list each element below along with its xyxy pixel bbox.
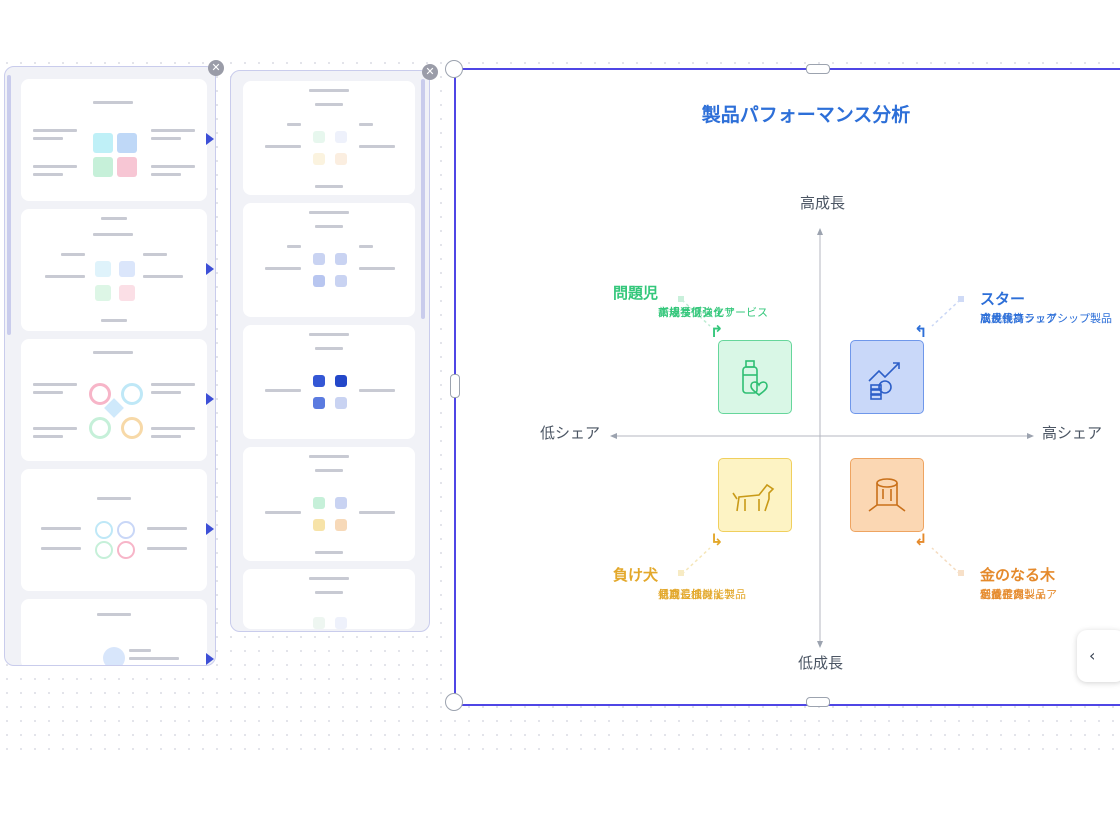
resize-handle-top[interactable] [806, 64, 830, 74]
template-thumbnail[interactable] [21, 469, 207, 591]
axis-label-top: 高成長 [800, 194, 846, 212]
expand-arrow-icon[interactable] [206, 653, 214, 665]
curved-arrow-icon: ↳ [710, 530, 724, 549]
variant-thumbnail[interactable] [243, 203, 415, 317]
resize-handle-bottom[interactable] [806, 697, 830, 707]
template-thumbnail[interactable] [21, 339, 207, 461]
curved-arrow-icon: ↲ [914, 530, 928, 549]
variant-scrollbar[interactable] [421, 79, 425, 319]
template-thumbnail[interactable] [21, 79, 207, 201]
resize-handle-corner[interactable] [445, 60, 463, 78]
quadrant-title-cash: 金のなる木 [980, 566, 1056, 584]
resize-handle-left[interactable] [450, 374, 460, 398]
close-gallery-button[interactable]: ✕ [208, 60, 224, 76]
baby-bottle-heart-icon [718, 340, 792, 414]
template-thumbnail[interactable] [21, 209, 207, 331]
axis-label-left: 低シェア [540, 424, 601, 442]
previous-page-button[interactable]: ‹ [1077, 630, 1120, 682]
expand-arrow-icon[interactable] [206, 393, 214, 405]
tree-stump-icon [850, 458, 924, 532]
expand-arrow-icon[interactable] [206, 133, 214, 145]
quadrant-title-star: スター [980, 290, 1026, 308]
variant-thumbnail[interactable] [243, 447, 415, 561]
variant-thumbnail[interactable] [243, 325, 415, 439]
quadrant-axes [610, 228, 1034, 648]
curved-arrow-icon: ↱ [710, 322, 724, 341]
axis-label-right: 高シェア [1042, 424, 1103, 442]
template-gallery-panel[interactable] [4, 66, 216, 666]
axis-label-bottom: 低成長 [798, 654, 844, 672]
selected-diagram-frame[interactable]: 製品パフォーマンス分析 高成長 低成長 低シェア 高シェア 問題児 高成長低シェ… [454, 68, 1120, 706]
gallery-scrollbar[interactable] [7, 75, 11, 335]
expand-arrow-icon[interactable] [206, 263, 214, 275]
quadrant-title-dog: 負け犬 [612, 566, 658, 584]
quadrant-title-problem: 問題児 [612, 284, 658, 302]
curved-arrow-icon: ↰ [914, 322, 928, 341]
dog-icon [718, 458, 792, 532]
template-variant-panel[interactable] [230, 70, 430, 632]
growth-coins-icon [850, 340, 924, 414]
variant-thumbnail[interactable] [243, 569, 415, 629]
expand-arrow-icon[interactable] [206, 523, 214, 535]
resize-handle-corner[interactable] [445, 693, 463, 711]
template-thumbnail[interactable] [21, 599, 207, 665]
diagram-title: 製品パフォーマンス分析 [701, 104, 911, 126]
close-variant-button[interactable]: ✕ [422, 64, 438, 80]
variant-thumbnail[interactable] [243, 81, 415, 195]
